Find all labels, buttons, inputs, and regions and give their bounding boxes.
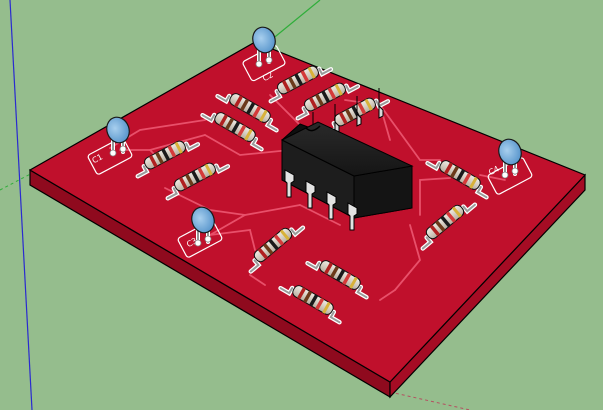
label-c2: C2 (261, 70, 275, 83)
label-c1: C1 (91, 152, 105, 165)
board-top-surface (28, 41, 587, 383)
label-c3: C3 (185, 236, 199, 249)
ic-chip (280, 88, 414, 231)
axis-red-dashed (389, 391, 471, 410)
axis-blue-line (9, 0, 33, 410)
axis-green-dashed (0, 169, 39, 191)
label-c4: C4 (487, 164, 501, 177)
solder-pads (109, 56, 519, 247)
circuit-board (28, 41, 587, 399)
